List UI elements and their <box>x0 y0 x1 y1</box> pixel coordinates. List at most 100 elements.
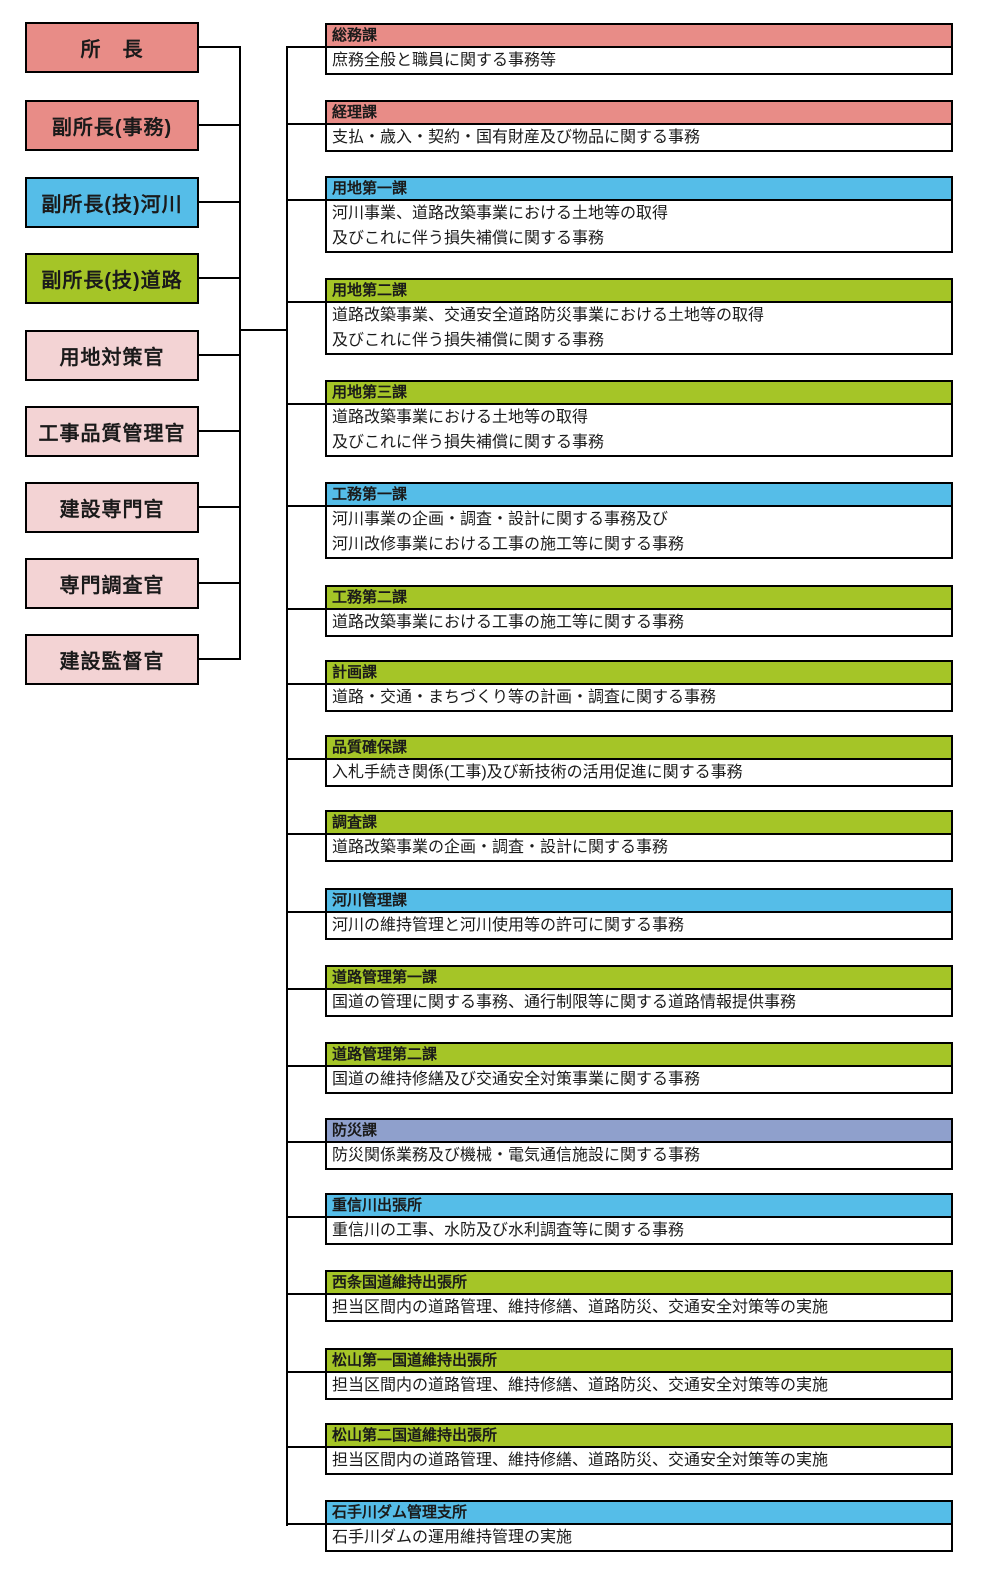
department-title: 用地第一課 <box>327 178 951 201</box>
department-description-line: 道路改築事業、交通安全道路防災事業における土地等の取得 <box>332 307 765 324</box>
department-connector-line <box>286 833 327 835</box>
department-description-line: 石手川ダムの運用維持管理の実施 <box>332 1529 573 1546</box>
department-description-line: 担当区間内の道路管理、維持修繕、道路防災、交通安全対策等の実施 <box>332 1299 829 1316</box>
department-box: 道路管理第二課 国道の維持修繕及び交通安全対策事業に関する事務 <box>325 1042 953 1094</box>
officer-label: 所 長 <box>80 39 144 61</box>
department-connector-line <box>286 46 327 48</box>
department-title: 河川管理課 <box>327 890 951 913</box>
department-description-line: 河川事業、道路改築事業における土地等の取得 <box>332 205 669 222</box>
department-title: 工務第二課 <box>327 587 951 610</box>
officer-label: 用地対策官 <box>59 347 165 369</box>
officer-box: 副所長(技)道路 <box>25 253 199 304</box>
department-description: 担当区間内の道路管理、維持修繕、道路防災、交通安全対策等の実施 <box>327 1448 951 1473</box>
department-box: 工務第二課 道路改築事業における工事の施工等に関する事務 <box>325 585 953 637</box>
right-trunk-line <box>286 46 288 1526</box>
department-description: 河川の維持管理と河川使用等の許可に関する事務 <box>327 913 951 938</box>
department-box: 重信川出張所 重信川の工事、水防及び水利調査等に関する事務 <box>325 1193 953 1245</box>
department-description-line: 道路・交通・まちづくり等の計画・調査に関する事務 <box>332 689 717 706</box>
department-description: 防災関係業務及び機械・電気通信施設に関する事務 <box>327 1143 951 1168</box>
department-description: 担当区間内の道路管理、維持修繕、道路防災、交通安全対策等の実施 <box>327 1373 951 1398</box>
department-connector-line <box>286 301 327 303</box>
officer-connector-line <box>197 506 241 508</box>
department-connector-line <box>286 505 327 507</box>
department-box: 品質確保課 入札手続き関係(工事)及び新技術の活用促進に関する事務 <box>325 735 953 787</box>
trunk-bridge-line <box>239 329 288 331</box>
department-description-line: 道路改築事業における土地等の取得 <box>332 409 589 426</box>
department-description-line: 河川事業の企画・調査・設計に関する事務及び <box>332 511 669 528</box>
department-description-line: 庶務全般と職員に関する事務等 <box>332 52 557 69</box>
department-connector-line <box>286 1293 327 1295</box>
department-box: 経理課 支払・歳入・契約・国有財産及び物品に関する事務 <box>325 100 953 152</box>
officer-connector-line <box>197 658 241 660</box>
department-box: 用地第一課 河川事業、道路改築事業における土地等の取得及びこれに伴う損失補償に関… <box>325 176 953 253</box>
department-connector-line <box>286 911 327 913</box>
officer-connector-line <box>197 582 241 584</box>
department-box: 用地第二課 道路改築事業、交通安全道路防災事業における土地等の取得及びこれに伴う… <box>325 278 953 355</box>
department-description-line: 国道の維持修繕及び交通安全対策事業に関する事務 <box>332 1071 701 1088</box>
officer-label: 工事品質管理官 <box>38 423 186 445</box>
officer-connector-line <box>197 354 241 356</box>
department-description: 国道の管理に関する事務、通行制限等に関する道路情報提供事務 <box>327 990 951 1015</box>
department-description-line: 担当区間内の道路管理、維持修繕、道路防災、交通安全対策等の実施 <box>332 1377 829 1394</box>
department-box: 計画課 道路・交通・まちづくり等の計画・調査に関する事務 <box>325 660 953 712</box>
department-connector-line <box>286 683 327 685</box>
department-connector-line <box>286 758 327 760</box>
department-title: 品質確保課 <box>327 737 951 760</box>
department-description: 国道の維持修繕及び交通安全対策事業に関する事務 <box>327 1067 951 1092</box>
department-box: 総務課 庶務全般と職員に関する事務等 <box>325 23 953 75</box>
officer-label: 専門調査官 <box>59 575 165 597</box>
officer-label: 建設監督官 <box>59 651 165 673</box>
department-title: 調査課 <box>327 812 951 835</box>
department-description-line: 及びこれに伴う損失補償に関する事務 <box>332 332 605 349</box>
officer-box: 建設専門官 <box>25 482 199 533</box>
department-connector-line <box>286 123 327 125</box>
department-description-line: 重信川の工事、水防及び水利調査等に関する事務 <box>332 1222 685 1239</box>
department-box: 石手川ダム管理支所 石手川ダムの運用維持管理の実施 <box>325 1500 953 1552</box>
department-description: 道路改築事業の企画・調査・設計に関する事務 <box>327 835 951 860</box>
officer-box: 用地対策官 <box>25 330 199 381</box>
department-description-line: 河川改修事業における工事の施工等に関する事務 <box>332 536 685 553</box>
department-connector-line <box>286 1446 327 1448</box>
officer-label: 副所長(技)河川 <box>41 194 183 216</box>
department-connector-line <box>286 1523 327 1525</box>
department-connector-line <box>286 199 327 201</box>
officer-box: 専門調査官 <box>25 558 199 609</box>
department-description-line: 国道の管理に関する事務、通行制限等に関する道路情報提供事務 <box>332 994 797 1011</box>
department-title: 用地第三課 <box>327 382 951 405</box>
department-connector-line <box>286 1065 327 1067</box>
department-description-line: 防災関係業務及び機械・電気通信施設に関する事務 <box>332 1147 701 1164</box>
department-title: 総務課 <box>327 25 951 48</box>
department-connector-line <box>286 403 327 405</box>
department-connector-line <box>286 1216 327 1218</box>
department-description-line: 支払・歳入・契約・国有財産及び物品に関する事務 <box>332 129 701 146</box>
department-description: 入札手続き関係(工事)及び新技術の活用促進に関する事務 <box>327 760 951 785</box>
department-box: 用地第三課 道路改築事業における土地等の取得及びこれに伴う損失補償に関する事務 <box>325 380 953 457</box>
department-description: 道路改築事業、交通安全道路防災事業における土地等の取得及びこれに伴う損失補償に関… <box>327 303 951 353</box>
department-title: 工務第一課 <box>327 484 951 507</box>
department-title: 重信川出張所 <box>327 1195 951 1218</box>
department-description: 道路改築事業における土地等の取得及びこれに伴う損失補償に関する事務 <box>327 405 951 455</box>
department-description: 道路・交通・まちづくり等の計画・調査に関する事務 <box>327 685 951 710</box>
officer-box: 工事品質管理官 <box>25 406 199 457</box>
department-box: 道路管理第一課 国道の管理に関する事務、通行制限等に関する道路情報提供事務 <box>325 965 953 1017</box>
department-description-line: 入札手続き関係(工事)及び新技術の活用促進に関する事務 <box>332 764 743 781</box>
department-description: 道路改築事業における工事の施工等に関する事務 <box>327 610 951 635</box>
officer-label: 副所長(事務) <box>51 117 173 139</box>
officer-label: 建設専門官 <box>59 499 165 521</box>
department-description-line: 河川の維持管理と河川使用等の許可に関する事務 <box>332 917 685 934</box>
department-title: 道路管理第一課 <box>327 967 951 990</box>
officer-connector-line <box>197 124 241 126</box>
officer-connector-line <box>197 430 241 432</box>
department-connector-line <box>286 1141 327 1143</box>
officer-connector-line <box>197 201 241 203</box>
department-title: 防災課 <box>327 1120 951 1143</box>
department-description: 河川事業、道路改築事業における土地等の取得及びこれに伴う損失補償に関する事務 <box>327 201 951 251</box>
officer-connector-line <box>197 277 241 279</box>
officer-label: 副所長(技)道路 <box>41 270 183 292</box>
department-title: 経理課 <box>327 102 951 125</box>
department-description: 庶務全般と職員に関する事務等 <box>327 48 951 73</box>
officer-box: 副所長(事務) <box>25 100 199 151</box>
department-box: 工務第一課 河川事業の企画・調査・設計に関する事務及び河川改修事業における工事の… <box>325 482 953 559</box>
department-description-line: 道路改築事業の企画・調査・設計に関する事務 <box>332 839 669 856</box>
department-box: 防災課 防災関係業務及び機械・電気通信施設に関する事務 <box>325 1118 953 1170</box>
